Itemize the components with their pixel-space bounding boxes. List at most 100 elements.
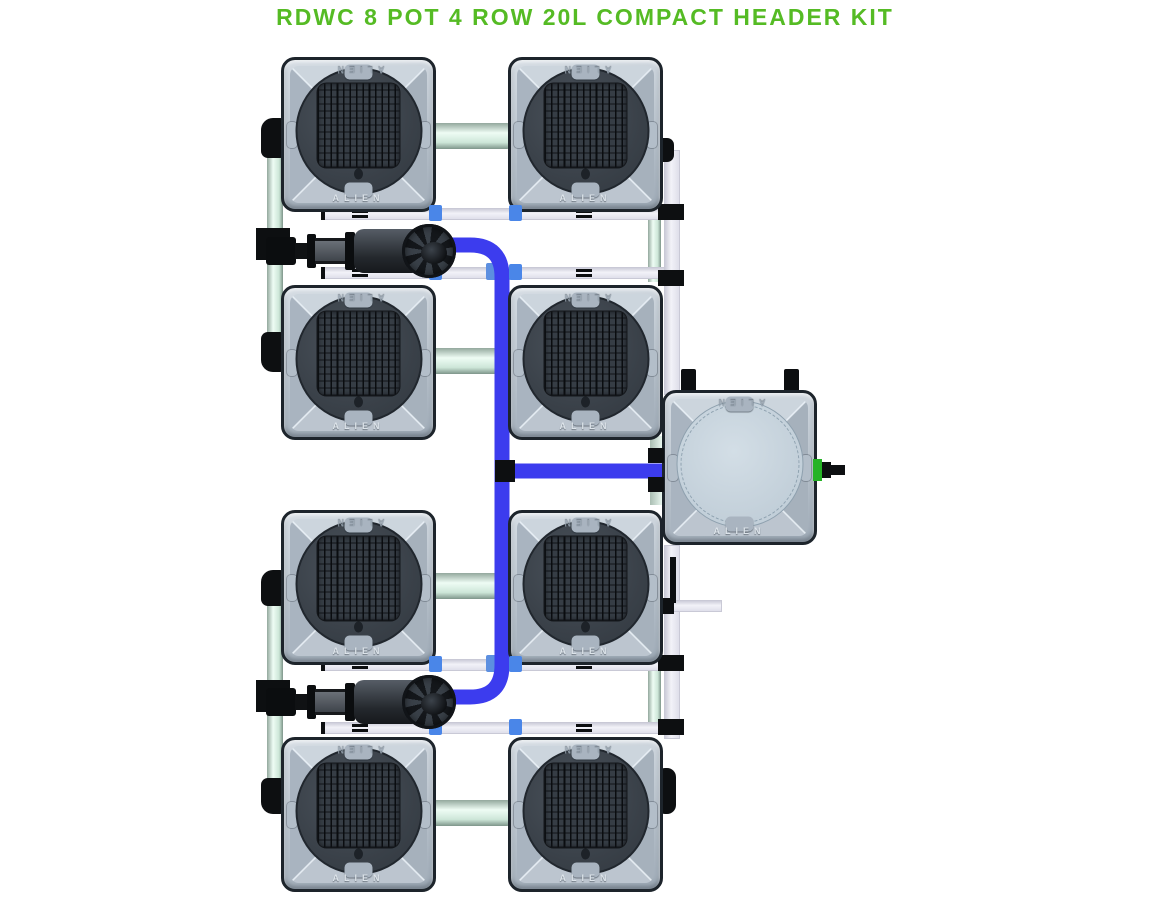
tank-outlet-fitting <box>813 459 822 481</box>
net-pot-1: ALIEN ALIEN <box>281 57 436 212</box>
brand-label-top: ALIEN <box>559 293 612 303</box>
lid-plug <box>581 396 590 408</box>
net-pot-8: ALIEN ALIEN <box>508 737 663 892</box>
tank-inlet-fitting <box>648 448 664 463</box>
pipe-union <box>352 661 368 669</box>
pipe-end-cap <box>321 659 325 671</box>
brand-label-bottom: ALIEN <box>332 646 385 656</box>
brand-label-top: ALIEN <box>559 518 612 528</box>
brand-label-top: ALIEN <box>332 293 385 303</box>
right-feed-pipe-bottom <box>648 666 661 730</box>
brand-label-bottom: ALIEN <box>559 193 612 203</box>
tank-outlet-spout <box>831 465 845 475</box>
pot-outlet-fitting <box>509 205 522 221</box>
mesh-lid-grid <box>544 311 627 396</box>
mesh-lid-grid <box>544 536 627 621</box>
pump-connector <box>295 694 308 710</box>
brand-label-top: ALIEN <box>713 398 766 408</box>
tee-fitting-return <box>658 270 684 286</box>
mesh-lid-grid <box>317 536 400 621</box>
inter-pot-pipe-row-4 <box>431 800 509 826</box>
pot-lid <box>522 520 649 648</box>
pump-union <box>315 238 347 264</box>
brand-label-top: ALIEN <box>559 745 612 755</box>
brand-label-top: ALIEN <box>332 65 385 75</box>
brand-label-bottom: ALIEN <box>332 193 385 203</box>
brand-label-bottom: ALIEN <box>559 646 612 656</box>
net-pot-6: ALIEN ALIEN <box>508 510 663 665</box>
header-tank: ALIEN ALIEN <box>662 390 817 545</box>
pot-lid <box>295 67 422 195</box>
mesh-lid-grid <box>317 311 400 396</box>
tube-clip <box>486 263 504 280</box>
drain-stub-pipe <box>666 600 722 612</box>
mesh-lid-grid <box>544 763 627 848</box>
net-pot-2: ALIEN ALIEN <box>508 57 663 212</box>
pipe-end-cap <box>321 722 325 734</box>
inter-pot-pipe-row-1 <box>431 123 509 149</box>
tank-inlet-fitting <box>648 477 664 492</box>
pump-collar <box>345 683 355 721</box>
pump-union <box>315 689 347 715</box>
pot-lid <box>522 295 649 423</box>
lid-plug <box>354 396 363 408</box>
mesh-lid-grid <box>544 83 627 168</box>
pot-outlet-fitting <box>509 264 522 280</box>
lid-plug <box>354 621 363 633</box>
brand-label-bottom: ALIEN <box>559 421 612 431</box>
tee-fitting-tube <box>495 460 515 482</box>
brand-label-bottom: ALIEN <box>713 526 766 536</box>
pot-outlet-fitting <box>429 656 442 672</box>
brand-label-top: ALIEN <box>559 65 612 75</box>
brand-label-bottom: ALIEN <box>332 421 385 431</box>
net-pot-5: ALIEN ALIEN <box>281 510 436 665</box>
tank-inlet-pipe-bit-2 <box>650 492 662 505</box>
pipe-union <box>576 661 592 669</box>
lid-plug <box>581 848 590 860</box>
pump-collar <box>345 232 355 270</box>
pipe-union <box>576 269 592 277</box>
pot-outlet-fitting <box>509 719 522 735</box>
diagram-title: RDWC 8 POT 4 ROW 20L COMPACT HEADER KIT <box>276 4 894 30</box>
water-pump-2 <box>266 675 462 729</box>
pump-valve <box>266 688 296 716</box>
pot-lid <box>522 67 649 195</box>
pot-lid <box>295 520 422 648</box>
water-pump-1 <box>266 224 462 278</box>
tube-clip <box>486 655 504 672</box>
net-pot-4: ALIEN ALIEN <box>508 285 663 440</box>
brand-label-top: ALIEN <box>332 745 385 755</box>
pot-lid <box>295 747 422 875</box>
lid-plug <box>354 848 363 860</box>
pipe-union <box>352 269 368 277</box>
pump-connector <box>295 243 308 259</box>
mesh-lid-grid <box>317 83 400 168</box>
pot-lid <box>295 295 422 423</box>
net-pot-7: ALIEN ALIEN <box>281 737 436 892</box>
tee-fitting-return <box>658 655 684 671</box>
drain-valve-stem <box>670 557 676 603</box>
pipe-union <box>576 724 592 732</box>
pipe-union <box>352 210 368 218</box>
pump-valve <box>266 237 296 265</box>
tank-lid <box>676 400 803 528</box>
lid-plug <box>354 168 363 180</box>
pump-hub <box>421 693 447 715</box>
pot-lid <box>522 747 649 875</box>
inter-pot-pipe-row-3 <box>431 573 509 599</box>
lid-plug <box>581 621 590 633</box>
right-feed-pipe-top <box>648 214 661 282</box>
return-riser-bottom <box>664 545 680 739</box>
net-pot-3: ALIEN ALIEN <box>281 285 436 440</box>
lid-plug <box>581 168 590 180</box>
brand-label-bottom: ALIEN <box>332 873 385 883</box>
pipe-union <box>352 724 368 732</box>
tee-fitting-return <box>658 719 684 735</box>
pipe-end-cap <box>321 267 325 279</box>
pump-collar <box>307 234 316 268</box>
inter-pot-pipe-row-2 <box>431 348 509 374</box>
pipe-end-cap <box>321 208 325 220</box>
tank-outlet-valve <box>822 462 831 478</box>
pot-outlet-fitting <box>509 656 522 672</box>
pot-outlet-fitting <box>429 205 442 221</box>
